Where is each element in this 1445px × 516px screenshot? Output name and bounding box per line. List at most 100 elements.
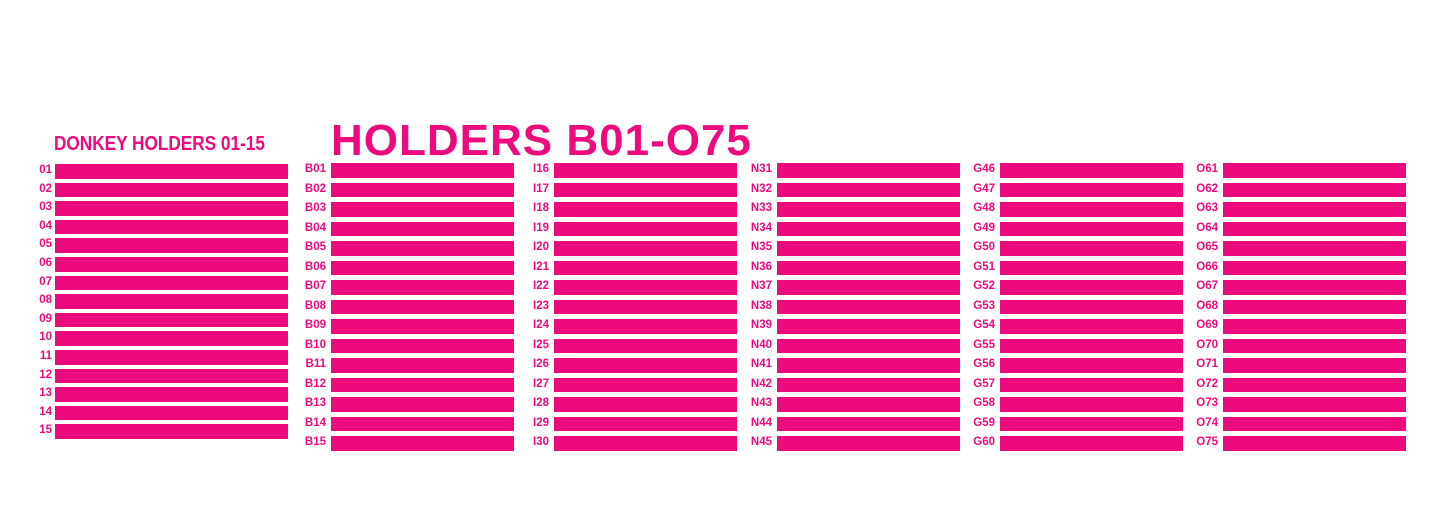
holder-row: O66: [1192, 260, 1408, 280]
holder-bar: [554, 319, 737, 334]
holder-row: G59: [969, 416, 1185, 436]
holder-row: B12: [300, 377, 516, 397]
holder-bar: [1223, 221, 1406, 236]
holder-bar: [331, 416, 514, 431]
holder-bar: [55, 312, 288, 328]
holder-row: 12: [0, 368, 290, 388]
holder-row: G56: [969, 357, 1185, 377]
holder-label: 09: [39, 312, 52, 325]
holder-bar: [777, 221, 960, 236]
holder-label: G57: [973, 377, 995, 390]
holder-bar: [1000, 377, 1183, 392]
holder-bar: [1223, 182, 1406, 197]
holder-row: 07: [0, 275, 290, 295]
holder-label: O63: [1196, 202, 1218, 214]
holder-bar: [55, 201, 288, 216]
holder-row: B07: [300, 279, 516, 299]
holder-label: 11: [39, 350, 52, 362]
holder-label: O70: [1196, 338, 1218, 351]
holder-label: O73: [1196, 397, 1218, 409]
holder-label: O68: [1196, 299, 1218, 312]
holder-row: O67: [1192, 279, 1408, 299]
holder-row: B08: [300, 299, 516, 319]
holder-bar: [331, 377, 514, 392]
holder-label: O74: [1196, 416, 1218, 429]
holder-row: 09: [0, 312, 290, 332]
holder-row: O68: [1192, 299, 1408, 319]
holder-row: 06: [0, 256, 290, 276]
holder-label: B07: [304, 280, 326, 292]
holder-bar: [1000, 182, 1183, 197]
holder-bar: [777, 280, 960, 295]
holder-bar: [554, 182, 737, 197]
holder-label: 13: [39, 387, 52, 400]
holder-label: 04: [39, 219, 52, 232]
holder-row: I26: [523, 357, 739, 377]
holder-row: B02: [300, 182, 516, 202]
holder-row: I27: [523, 377, 739, 397]
holder-row: G50: [969, 240, 1185, 260]
holder-label: 06: [39, 257, 52, 269]
holder-label: N36: [750, 260, 772, 273]
holder-bar: [331, 260, 514, 275]
holder-bar: [1223, 280, 1406, 295]
holder-row: B13: [300, 396, 516, 416]
holder-label: 12: [39, 368, 52, 381]
holder-row: B14: [300, 416, 516, 436]
holder-bar: [554, 163, 737, 178]
donkey-holders-title: DONKEY HOLDERS 01-15: [54, 133, 265, 155]
holder-label: 02: [39, 182, 52, 195]
holder-row: O62: [1192, 182, 1408, 202]
holder-bar: [1000, 319, 1183, 334]
holder-label: N35: [750, 241, 772, 253]
holder-label: N44: [750, 416, 772, 429]
holder-bar: [554, 202, 737, 217]
holder-bar: [1223, 241, 1406, 256]
holder-bar: [777, 299, 960, 314]
holder-label: G58: [973, 397, 995, 409]
holder-label: 07: [39, 275, 52, 288]
holder-row: O73: [1192, 396, 1408, 416]
holder-label: B01: [304, 163, 326, 175]
holder-label: G49: [973, 221, 995, 234]
holder-bar: [777, 241, 960, 256]
holder-bar: [55, 257, 288, 272]
holder-label: G54: [973, 319, 995, 331]
holder-label: G53: [973, 299, 995, 312]
holder-label: B14: [304, 416, 326, 429]
holder-label: B12: [304, 377, 326, 390]
holder-label: G59: [973, 416, 995, 429]
holder-label: N42: [750, 377, 772, 390]
holder-label: N31: [750, 163, 772, 175]
holder-row: I24: [523, 318, 739, 338]
holder-row: I20: [523, 240, 739, 260]
holder-label: I27: [533, 377, 549, 390]
holder-label: N38: [750, 299, 772, 312]
holder-label: N45: [750, 436, 772, 448]
holder-row: I18: [523, 201, 739, 221]
holder-bar: [1223, 436, 1406, 451]
holder-row: 03: [0, 200, 290, 220]
holder-bar: [1000, 397, 1183, 412]
holder-row: G57: [969, 377, 1185, 397]
holder-bar: [331, 221, 514, 236]
holder-label: N32: [750, 182, 772, 195]
holder-row: O63: [1192, 201, 1408, 221]
holder-bar: [1223, 416, 1406, 431]
holder-label: G56: [973, 358, 995, 370]
holder-label: G55: [973, 338, 995, 351]
holder-bar: [1223, 260, 1406, 275]
holder-row: O72: [1192, 377, 1408, 397]
holder-label: B10: [304, 338, 326, 351]
holder-row: B05: [300, 240, 516, 260]
holder-bar: [1223, 202, 1406, 217]
holder-label: B09: [304, 319, 326, 331]
holder-bar: [55, 350, 288, 365]
holder-bar: [331, 358, 514, 373]
holder-row: G52: [969, 279, 1185, 299]
holder-bar: [55, 294, 288, 309]
holder-label: I17: [533, 182, 549, 195]
